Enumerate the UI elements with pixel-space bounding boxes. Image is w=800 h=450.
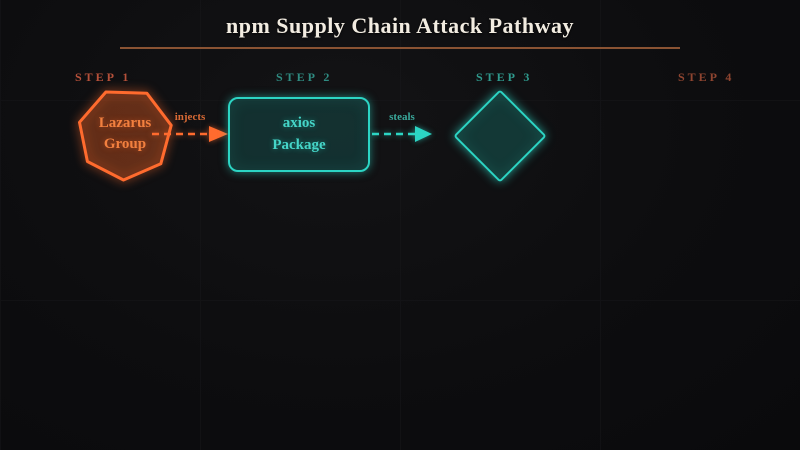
node-text-line: Lazarus <box>98 115 152 131</box>
edge-injects-label: injects <box>174 111 206 123</box>
page-title: npm Supply Chain Attack Pathway <box>225 13 575 38</box>
node-lazarus-group: Lazarus Group <box>74 84 176 184</box>
node-text-line: axios <box>282 114 316 131</box>
step-label-3: STEP 3 <box>476 70 533 84</box>
heptagon-shape <box>78 90 173 182</box>
edge-steals: steals <box>370 111 434 144</box>
dashed-arrow-icon <box>372 126 432 142</box>
dashed-arrow-icon <box>152 126 228 142</box>
step-label-4: STEP 4 <box>678 70 735 84</box>
node-text-line: Group <box>103 136 147 152</box>
title-underline <box>120 47 680 49</box>
edge-steals-label: steals <box>389 111 415 123</box>
node-step3-diamond <box>453 89 547 183</box>
node-lazarus-group-text: Lazarus Group <box>74 84 176 184</box>
node-text-line: Package <box>272 136 326 153</box>
step-label-2: STEP 2 <box>276 70 333 84</box>
edge-injects: injects <box>150 111 230 144</box>
step-label-1: STEP 1 <box>75 70 132 84</box>
node-axios-package: axios Package <box>228 97 370 172</box>
